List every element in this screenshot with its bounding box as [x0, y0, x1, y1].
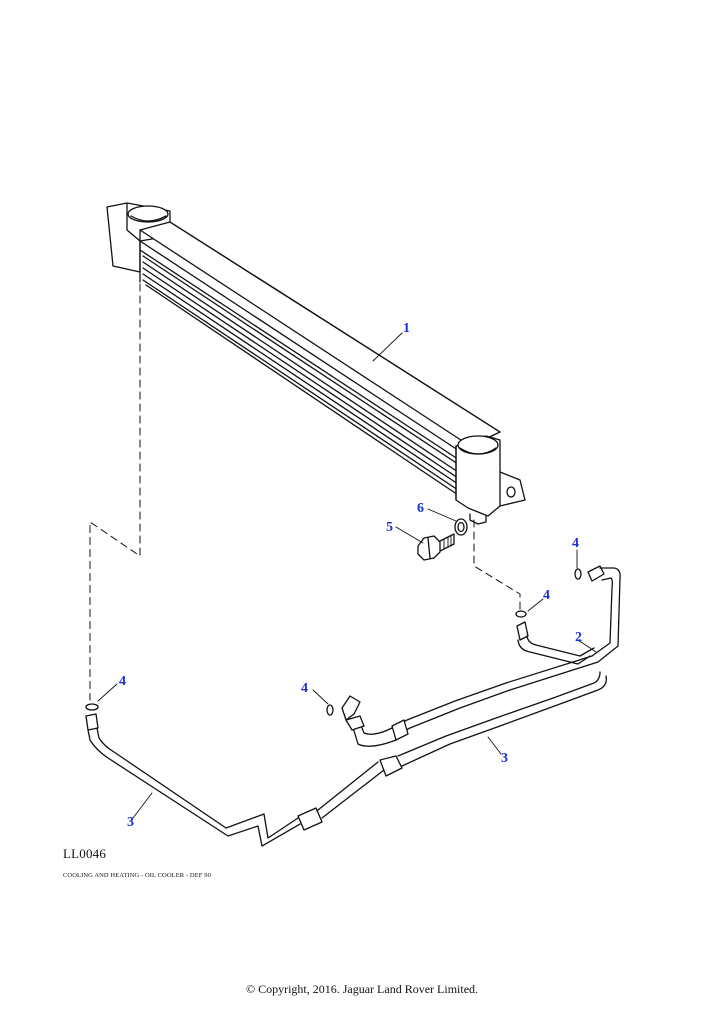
copyright-notice: © Copyright, 2016. Jaguar Land Rover Lim…	[245, 982, 479, 996]
diagram-code: LL0046	[63, 846, 107, 861]
callout-1: 1	[403, 321, 410, 336]
leader-lines	[97, 332, 597, 819]
callout-labels: 1 2 3 3 4 4 4 4 5 6	[119, 321, 582, 830]
o-rings	[85, 568, 582, 716]
oil-cooler	[106, 202, 526, 525]
oil-pipe-outlet	[516, 621, 595, 665]
callout-4-middle: 4	[301, 681, 308, 696]
callout-4-upper-right: 4	[572, 536, 579, 551]
oil-pipe-3	[85, 671, 607, 847]
callout-5: 5	[386, 520, 393, 535]
assembly-guide-lines	[89, 283, 521, 701]
oil-pipe-2	[341, 565, 621, 747]
callout-3-left: 3	[127, 815, 134, 830]
callout-3-right: 3	[501, 751, 508, 766]
diagram-caption: COOLING AND HEATING - OIL COOLER - DEF 9…	[63, 872, 211, 879]
callout-6: 6	[417, 501, 424, 516]
callout-4-outlet: 4	[543, 588, 550, 603]
callout-2: 2	[575, 630, 582, 645]
bolt-and-washer	[417, 518, 468, 561]
callout-4-left: 4	[119, 674, 126, 689]
